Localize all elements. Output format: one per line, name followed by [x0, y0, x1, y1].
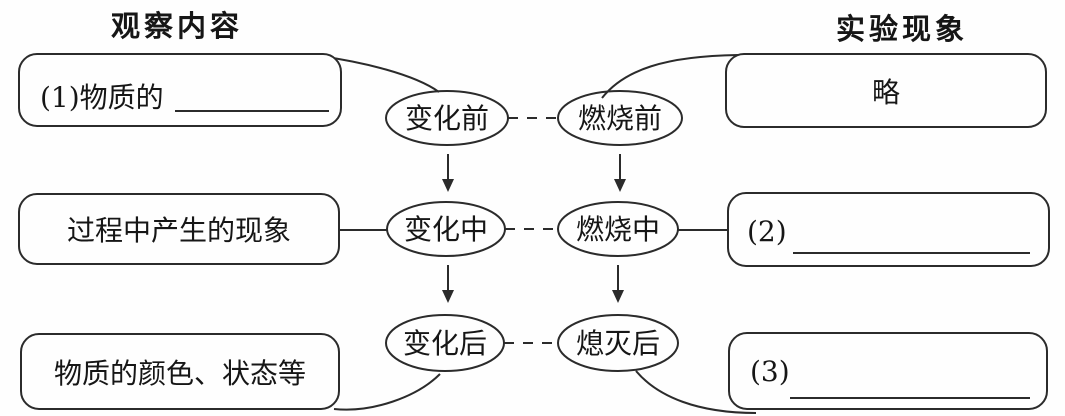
phenomena-box-lue-label: 略 [871, 75, 900, 109]
node-during-burning-ellipse [557, 201, 679, 257]
phenomena-box-2-label: (2) [747, 215, 787, 248]
observation-header: 观察内容 [111, 9, 244, 43]
phenomena-box-2: (2) [727, 192, 1050, 267]
node-before-change-label: 变化前 [405, 102, 489, 135]
connector-curve-after-extinguish-to-phe3 [635, 370, 757, 414]
node-before-burning-ellipse [557, 90, 683, 146]
node-after-extinguish-label: 熄灭后 [576, 327, 660, 360]
observation-box-2: 过程中产生的现象 [18, 193, 340, 265]
node-during-change-label: 变化中 [404, 213, 488, 246]
node-during-burning-label: 燃烧中 [576, 213, 660, 246]
down-arrow-head-change-1 [442, 179, 454, 192]
phenomena-box-lue: 略 [725, 53, 1047, 128]
observation-box-3: 物质的颜色、状态等 [20, 333, 340, 410]
down-arrow-head-change-2 [442, 290, 454, 303]
observation-box-3-label: 物质的颜色、状态等 [53, 356, 306, 390]
phenomena-box-3: (3) [728, 332, 1048, 410]
observation-box-1: (1)物质的 [18, 53, 342, 127]
observation-box-2-label: 过程中产生的现象 [66, 214, 291, 247]
phenomena-box-3-label: (3) [750, 355, 790, 388]
node-before-change-ellipse [385, 90, 509, 146]
down-arrow-head-burn-2 [612, 290, 624, 303]
down-arrow-head-burn-1 [614, 179, 626, 192]
node-during-change-ellipse [386, 201, 506, 257]
observation-box-1-label: (1)物质的 [40, 81, 164, 114]
node-after-extinguish-ellipse [557, 314, 679, 372]
connector-curve-before-burning-to-lue [601, 54, 739, 99]
fill-in-blank-2 [793, 194, 1030, 254]
node-after-change-ellipse [385, 314, 505, 372]
node-after-change-label: 变化后 [403, 327, 487, 360]
phenomena-header: 实验现象 [836, 12, 969, 46]
connector-curve-obs3-to-after-change [333, 373, 441, 411]
node-before-burning-label: 燃烧前 [578, 102, 662, 135]
fill-in-blank-3 [790, 334, 1030, 399]
fill-in-blank-1 [175, 55, 329, 112]
